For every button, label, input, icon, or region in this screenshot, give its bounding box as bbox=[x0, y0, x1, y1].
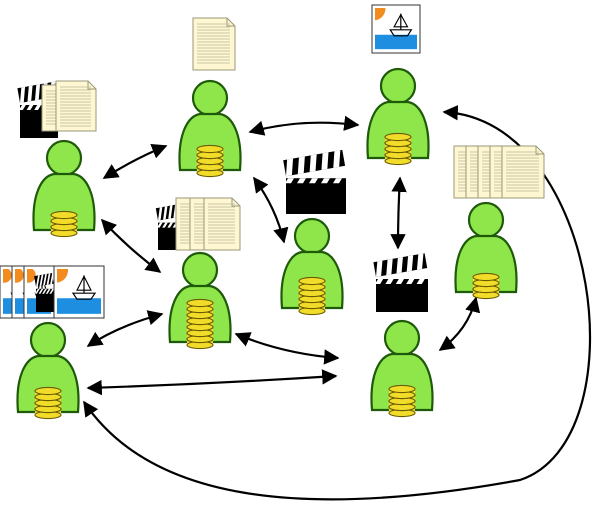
coin bbox=[196, 144, 224, 154]
video-icon-center bbox=[283, 149, 346, 214]
coin-stack bbox=[298, 276, 326, 316]
coin-stack bbox=[186, 298, 214, 350]
document-icon-middle-left-3 bbox=[203, 197, 241, 251]
arrow-p6-p7 bbox=[438, 296, 481, 351]
video-icon-left-small bbox=[34, 272, 55, 312]
people-layer bbox=[16, 67, 518, 420]
coin bbox=[384, 132, 412, 142]
person-top-right bbox=[366, 67, 430, 166]
coin-stack bbox=[388, 384, 416, 418]
coin bbox=[50, 210, 78, 220]
person-top-middle bbox=[178, 79, 242, 178]
person-top-left bbox=[32, 139, 96, 238]
person-head bbox=[181, 251, 219, 289]
person-right bbox=[454, 201, 518, 300]
coin-stack bbox=[34, 386, 62, 420]
arrow-p1-p5 bbox=[100, 218, 162, 273]
person-head bbox=[467, 201, 505, 239]
coin-stack bbox=[50, 210, 78, 238]
arrow-p1-p2 bbox=[102, 143, 168, 179]
arrow-p3-p6 bbox=[390, 176, 407, 250]
coin-stack bbox=[196, 144, 224, 178]
person-center bbox=[280, 217, 344, 316]
person-bottom-left bbox=[16, 321, 80, 420]
document-icon-top-left-b bbox=[55, 80, 97, 132]
person-body bbox=[370, 352, 434, 412]
person-middle-left bbox=[168, 251, 232, 350]
person-body bbox=[454, 234, 518, 294]
person-head bbox=[191, 79, 229, 117]
coin bbox=[388, 384, 416, 394]
coin bbox=[298, 276, 326, 286]
image-icon-top-right bbox=[371, 4, 421, 54]
image-icon-left-4 bbox=[53, 265, 105, 319]
person-head bbox=[293, 217, 331, 255]
person-head bbox=[383, 319, 421, 357]
video-icon-right-middle bbox=[373, 253, 428, 312]
coin bbox=[472, 272, 500, 282]
document-icon-right-5 bbox=[501, 145, 545, 199]
coin-stack bbox=[472, 272, 500, 300]
person-head bbox=[29, 321, 67, 359]
arrow-p8-p3 bbox=[83, 105, 592, 501]
arrow-p2-p3 bbox=[248, 115, 360, 136]
person-head bbox=[45, 139, 83, 177]
links-layer bbox=[83, 105, 592, 501]
files-layer bbox=[0, 4, 545, 319]
arrow-p2-p4 bbox=[253, 176, 289, 244]
arrow-p5-p8 bbox=[86, 310, 164, 347]
arrow-p5-p6 bbox=[234, 332, 340, 365]
coin bbox=[186, 298, 214, 308]
person-head bbox=[379, 67, 417, 105]
document-icon-top bbox=[192, 17, 236, 71]
person-body bbox=[178, 112, 242, 172]
coin-stack bbox=[384, 132, 412, 166]
person-body bbox=[16, 354, 80, 414]
person-bottom-right bbox=[370, 319, 434, 418]
person-body bbox=[366, 100, 430, 160]
arrow-p8-p6 bbox=[86, 369, 338, 396]
coin bbox=[34, 386, 62, 396]
person-body bbox=[32, 172, 96, 232]
